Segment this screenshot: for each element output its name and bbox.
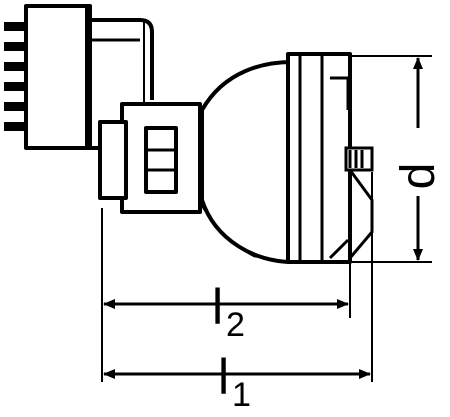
lamp-socket (98, 102, 202, 214)
svg-text:1: 1 (232, 376, 251, 414)
svg-text:2: 2 (226, 306, 245, 344)
reflector-bowl (200, 59, 294, 265)
extension-lines (101, 55, 432, 382)
connector-plug (24, 4, 154, 150)
svg-text:l: l (212, 279, 223, 335)
dimension-label-l2: l 2 (212, 279, 245, 344)
svg-text:l: l (218, 349, 229, 405)
dimension-label-d: d (392, 163, 445, 190)
lamp-tip (344, 146, 374, 259)
dimension-label-l1: l 1 (218, 349, 251, 414)
front-flange (286, 52, 352, 264)
connector-pins (4, 22, 28, 131)
dimension-lines (103, 57, 423, 379)
